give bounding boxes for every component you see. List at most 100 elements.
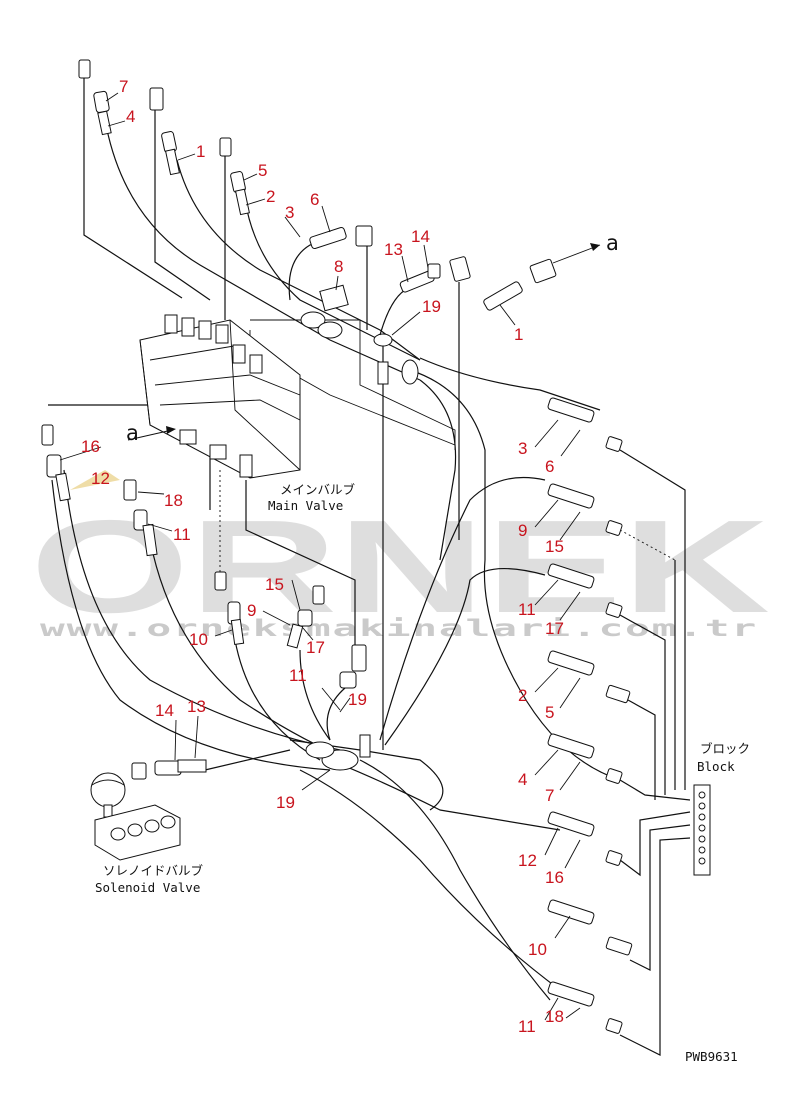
callout-15: 15	[545, 537, 564, 556]
hose	[63, 469, 341, 751]
solenoid-valve-label-jp: ソレノイドバルブ	[103, 863, 204, 878]
fittings-middle	[41, 424, 367, 741]
pilot-line	[83, 75, 183, 299]
callout-9: 9	[518, 521, 527, 540]
callout-1: 1	[196, 142, 205, 161]
pilot-hose	[244, 199, 421, 361]
callouts: 7 4 1 5 2 3 6 8 13 14 19 1 16 12 18 11 1…	[81, 77, 564, 1036]
reference-a-right: a	[606, 231, 619, 255]
elbow-fitting	[449, 256, 471, 282]
pipe	[619, 614, 666, 795]
hose-clamp	[401, 359, 419, 385]
hose-3	[288, 234, 341, 301]
callout-19: 19	[422, 297, 441, 316]
callout-18: 18	[164, 491, 183, 510]
watermark-url: www.orneksmakinalari.com.tr	[40, 616, 758, 642]
hose	[379, 476, 546, 741]
figure-code: PWB9631	[685, 1049, 738, 1064]
hose	[289, 739, 444, 811]
adapter-fitting	[605, 850, 623, 866]
callout-4: 4	[126, 107, 135, 126]
hose-end	[97, 110, 112, 136]
hose-11	[326, 687, 346, 741]
callout-18: 18	[545, 1007, 564, 1026]
block-body	[693, 784, 711, 876]
callout-3: 3	[285, 203, 294, 222]
valve-port	[239, 454, 253, 478]
callout-2: 2	[518, 686, 527, 705]
callout-8: 8	[334, 257, 343, 276]
solenoid-coil	[127, 823, 143, 837]
adapter-fitting	[605, 1018, 623, 1034]
callout-5: 5	[258, 161, 267, 180]
callout-3: 3	[518, 439, 527, 458]
hose-row	[547, 899, 633, 956]
callout-16: 16	[81, 437, 100, 456]
hose	[234, 639, 321, 761]
hose	[299, 769, 561, 991]
pipe	[619, 449, 686, 790]
callout-11: 11	[518, 1017, 536, 1036]
callout-17: 17	[306, 638, 325, 657]
valve-port	[232, 344, 246, 364]
pipe	[619, 837, 691, 1056]
hose-row	[547, 397, 623, 452]
hose-end	[164, 148, 180, 176]
elbow-fitting	[78, 59, 91, 79]
hose-fitting	[93, 90, 110, 113]
hose	[419, 379, 457, 561]
check-valve	[351, 644, 367, 672]
hose-end	[547, 397, 595, 423]
tee-fitting	[529, 258, 557, 284]
main-valve	[127, 314, 301, 479]
callout-10: 10	[528, 940, 547, 959]
adapter-fitting	[605, 936, 633, 956]
hose-row	[547, 811, 623, 866]
hose-clamp	[305, 741, 335, 759]
pipe	[619, 779, 691, 801]
hose	[299, 649, 331, 741]
hose	[419, 357, 601, 411]
leader-lines	[59, 92, 581, 1021]
hose-row	[547, 563, 623, 618]
callout-19: 19	[276, 793, 295, 812]
adapter-fitting	[605, 684, 631, 704]
callout-9: 9	[247, 601, 256, 620]
elbow-fitting	[219, 137, 232, 157]
valve-port	[209, 444, 227, 460]
callout-5: 5	[545, 703, 554, 722]
dashed-line	[619, 529, 676, 561]
callout-12: 12	[518, 851, 537, 870]
callout-14: 14	[411, 227, 430, 246]
hose	[384, 568, 546, 746]
callout-4: 4	[518, 770, 527, 789]
solenoid-valve-label: Solenoid Valve	[95, 880, 200, 895]
valve-port	[181, 317, 195, 337]
hose	[204, 749, 291, 771]
elbow-fitting	[214, 571, 227, 591]
valve-port	[215, 324, 229, 344]
callout-17: 17	[545, 619, 564, 638]
block-label-jp: ブロック	[700, 741, 750, 756]
solenoid-coil	[144, 819, 160, 833]
callout-11: 11	[173, 525, 191, 544]
pilot-line	[154, 105, 211, 301]
hose-clamp	[317, 321, 343, 339]
accumulator	[90, 772, 126, 808]
callout-11: 11	[518, 600, 536, 619]
callout-1: 1	[514, 325, 523, 344]
hose-end	[547, 811, 595, 837]
elbow-fitting	[131, 762, 147, 780]
adapter-fitting	[605, 436, 623, 452]
clamp-block	[319, 284, 349, 312]
clamps	[300, 284, 419, 771]
clamp-sleeve	[377, 361, 389, 385]
main-valve-label-jp: メインバルブ	[280, 482, 356, 497]
pilot-line	[245, 480, 356, 650]
hose-end	[142, 523, 158, 557]
adapter-fitting	[605, 602, 623, 618]
right-hose-rows	[547, 397, 633, 1034]
block	[693, 784, 711, 876]
hose-row	[547, 650, 631, 704]
hose-end	[230, 618, 245, 646]
